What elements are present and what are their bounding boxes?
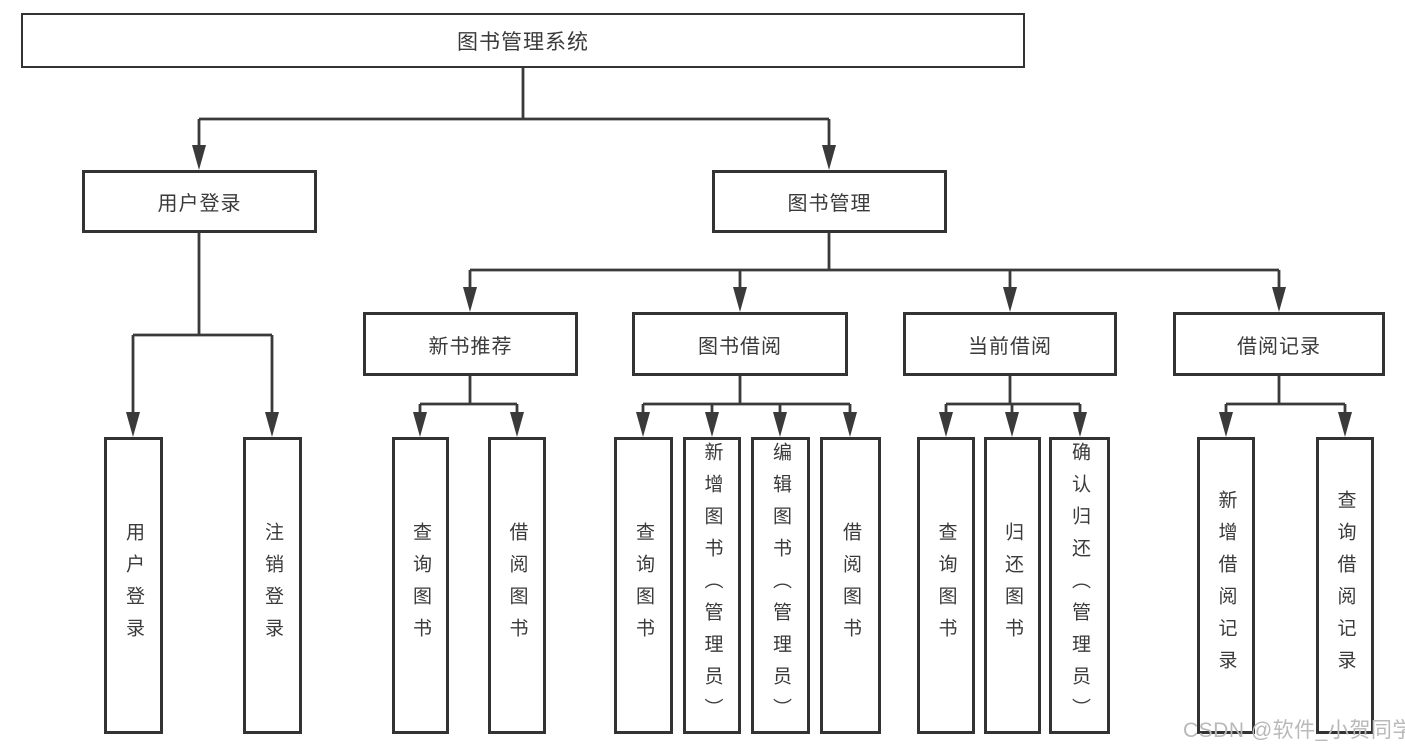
leaf-edit-books-admin: 编辑图书（管理员） <box>751 437 810 734</box>
leaf-confirm-return-admin: 确认归还（管理员） <box>1049 437 1110 734</box>
csdn-watermark: CSDN @软件_小贺同学 <box>1183 719 1405 742</box>
node-borrowing-records: 借阅记录 <box>1173 312 1385 376</box>
leaf-user-login: 用户登录 <box>104 437 163 734</box>
leaf-add-borrow-record: 新增借阅记录 <box>1197 437 1255 734</box>
leaf-query-books-3: 查询图书 <box>917 437 975 734</box>
leaf-logout: 注销登录 <box>243 437 302 734</box>
node-user-login: 用户登录 <box>82 170 317 233</box>
arrowheads <box>126 145 1352 437</box>
node-library-management-system: 图书管理系统 <box>21 13 1025 68</box>
leaf-query-books-1: 查询图书 <box>392 437 449 734</box>
leaf-add-books-admin: 新增图书（管理员） <box>683 437 741 734</box>
leaf-query-borrow-record: 查询借阅记录 <box>1316 437 1374 734</box>
leaf-return-books: 归还图书 <box>984 437 1041 734</box>
node-book-borrowing: 图书借阅 <box>632 312 848 376</box>
leaf-query-books-2: 查询图书 <box>614 437 673 734</box>
leaf-borrow-books-1: 借阅图书 <box>488 437 546 734</box>
node-new-book-recommendation: 新书推荐 <box>363 312 578 376</box>
node-book-management: 图书管理 <box>712 170 947 233</box>
node-current-borrowing: 当前借阅 <box>903 312 1117 376</box>
leaf-borrow-books-2: 借阅图书 <box>820 437 881 734</box>
